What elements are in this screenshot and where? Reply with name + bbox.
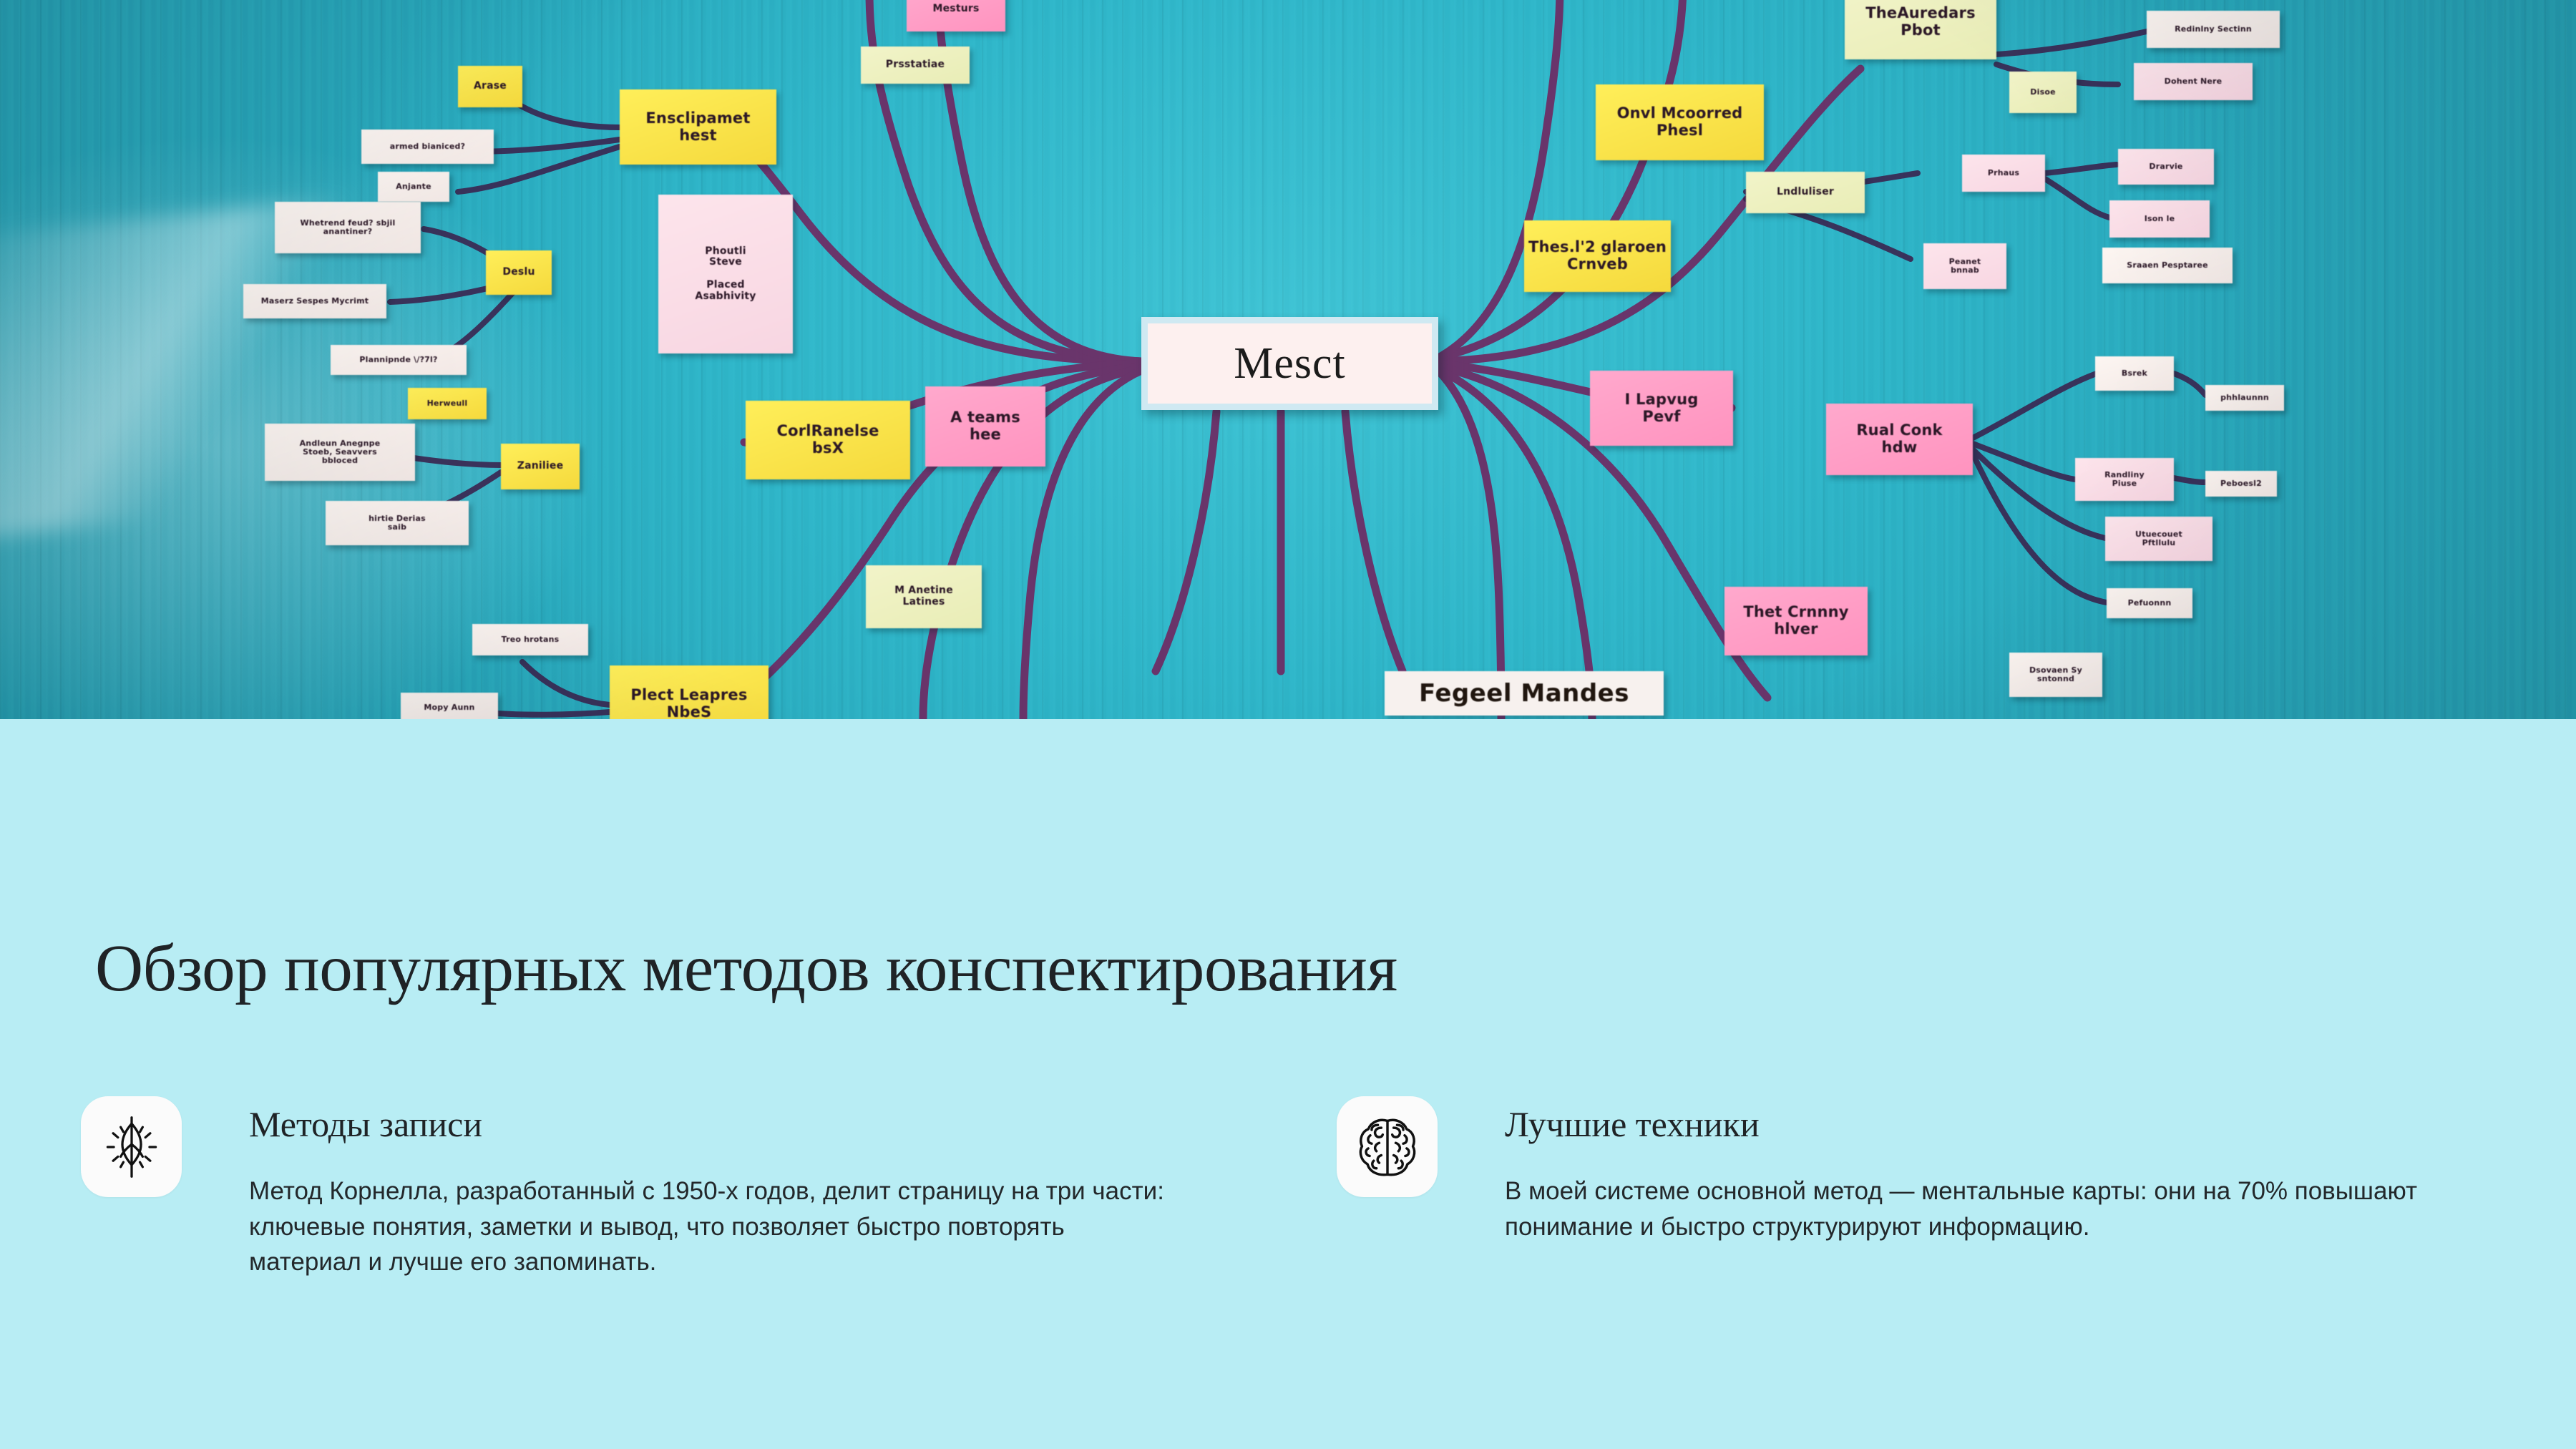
mindmap-sticky-note: armed bianiced? bbox=[361, 130, 494, 164]
mindmap-sticky-note: Andleun Anegnpe Stoeb, Seavvers bbloced bbox=[265, 424, 415, 481]
mindmap-sticky-note: Dsovaen Sy sntonnd bbox=[2009, 653, 2102, 697]
mindmap-root-label-text: Fegeel Mandes bbox=[1419, 679, 1629, 708]
mindmap-sticky-note: A teams hee bbox=[925, 386, 1045, 467]
leaf-rays-icon-glyph bbox=[106, 1116, 157, 1178]
card-body: Метод Корнелла, разработанный с 1950-х г… bbox=[249, 1177, 1164, 1277]
mindmap-sticky-note: Rual Conk hdw bbox=[1826, 404, 1973, 475]
mindmap-sticky-note: Drarvie bbox=[2118, 149, 2214, 185]
mindmap-sticky-note: Arase bbox=[458, 66, 522, 107]
brain-icon bbox=[1337, 1096, 1438, 1197]
overview-section: Обзор популярных методов конспектировани… bbox=[0, 719, 2576, 1449]
page-title: Обзор популярных методов конспектировани… bbox=[95, 932, 1397, 1005]
mindmap-sticky-note: Treo hrotans bbox=[472, 624, 588, 655]
mindmap-branches bbox=[387, 0, 2208, 719]
mindmap-sticky-note: Mopy Aunn bbox=[401, 693, 498, 719]
mindmap-sticky-note: Thet Crnnny hlver bbox=[1724, 587, 1868, 655]
mindmap-sticky-note: Redinlny Sectinn bbox=[2147, 11, 2280, 48]
mindmap-root-label: Fegeel Mandes bbox=[1385, 671, 1664, 716]
mindmap-sticky-note: Zaniliee bbox=[501, 444, 580, 489]
mindmap-sticky-note: M Anetine Latines bbox=[866, 565, 982, 628]
mindmap-sticky-note: Anjante bbox=[378, 172, 449, 202]
mindmap-sticky-note: Whetrend feud? sbjil anantiner? bbox=[275, 202, 421, 253]
mindmap-center-node: Mesct bbox=[1141, 317, 1438, 410]
mindmap-sticky-note: I Lapvug Pevf bbox=[1590, 371, 1733, 446]
mindmap-sticky-note: Plect Leapres NbeS bbox=[610, 665, 769, 719]
mindmap-hero-image: MestursPrsstatiaeEnsclipamet hest Arase ar… bbox=[0, 0, 2576, 719]
mindmap-sticky-note: Mesturs bbox=[907, 0, 1005, 31]
mindmap-sticky-note: Peanet bnnab bbox=[1923, 243, 2006, 289]
mindmap-sticky-note: Disoe bbox=[2009, 72, 2077, 113]
mindmap-sticky-note: Plannipnde \/?7l? bbox=[331, 345, 467, 375]
mindmap-sticky-note: Lndluliser bbox=[1746, 172, 1865, 213]
hero-vignette bbox=[0, 0, 2576, 719]
mindmap-sticky-note: Dohent Nere bbox=[2134, 63, 2253, 100]
leaf-rays-icon bbox=[81, 1096, 182, 1197]
brain-icon-glyph bbox=[1359, 1118, 1415, 1176]
mindmap-sticky-note: Prsstatiae bbox=[861, 47, 970, 84]
mindmap-sticky-note: Herweull bbox=[408, 388, 487, 419]
mindmap-sticky-note: TheAuredars Pbot bbox=[1845, 0, 1996, 59]
mindmap-sticky-note: Sraaen Pesptaree bbox=[2102, 248, 2233, 283]
mindmap-sticky-note: Prhaus bbox=[1962, 155, 2045, 192]
mindmap-sticky-note: CorlRanelse bsX bbox=[746, 401, 910, 479]
mindmap-sticky-note: Maserz Sespes Mycrimt bbox=[243, 284, 386, 318]
mindmap-sticky-note: Randliny Piuse bbox=[2075, 458, 2174, 501]
card-title: Методы записи bbox=[249, 1104, 483, 1144]
mindmap-sticky-note: Ensclipamet hest bbox=[620, 89, 776, 165]
mindmap-sticky-note: Bsrek bbox=[2095, 356, 2174, 391]
mindmap-sticky-note: Deslu bbox=[486, 250, 552, 295]
card-body: В моей системе основной метод — ментальн… bbox=[1505, 1177, 2417, 1241]
mindmap-sticky-note: Phoutli Steve Placed Asabhivity bbox=[658, 195, 793, 353]
mindmap-sticky-note: Thes.l'2 glaroen Crnveb bbox=[1524, 220, 1671, 292]
mindmap-sticky-note: phhlaunnn bbox=[2205, 385, 2284, 411]
mindmap-center-node-label: Mesct bbox=[1234, 338, 1346, 389]
mindmap-sticky-note: Pefuonnn bbox=[2107, 588, 2192, 618]
mindmap-sticky-note: Onvl Mcoorred Phesl bbox=[1596, 84, 1764, 160]
mindmap-sticky-note: hirtie Derias saib bbox=[326, 501, 469, 545]
mindmap-sticky-note: Peboesl2 bbox=[2205, 471, 2277, 497]
card-title: Лучшие техники bbox=[1505, 1104, 1760, 1144]
mindmap-sticky-note: Ison le bbox=[2109, 200, 2210, 238]
mindmap-sticky-note: Utuecouet Pftllulu bbox=[2105, 517, 2212, 561]
